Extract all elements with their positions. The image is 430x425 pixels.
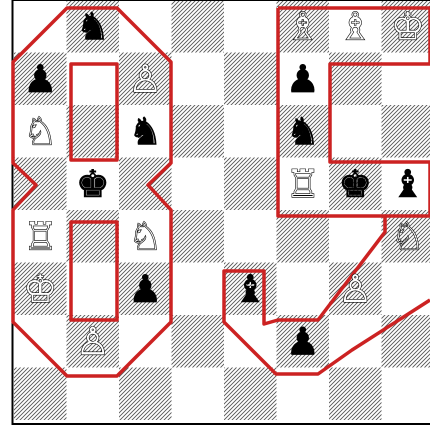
white-knight-c4-icon[interactable]: ♘	[128, 214, 162, 258]
square-d3[interactable]	[172, 263, 225, 316]
square-a2[interactable]	[14, 315, 67, 368]
square-a8[interactable]	[14, 0, 67, 53]
white-king-a3-icon[interactable]: ♔	[23, 267, 57, 311]
square-h6[interactable]	[382, 105, 430, 158]
square-c1[interactable]	[119, 368, 172, 421]
square-g6[interactable]	[329, 105, 382, 158]
black-bishop-e3-icon[interactable]: ♝	[233, 267, 267, 311]
square-d4[interactable]	[172, 210, 225, 263]
square-h3[interactable]	[382, 263, 430, 316]
square-b7[interactable]	[67, 53, 120, 106]
white-bishop-f8-icon[interactable]: ♗	[286, 4, 320, 48]
black-knight-f6-icon[interactable]: ♞	[286, 109, 320, 153]
square-e8[interactable]	[224, 0, 277, 53]
square-g7[interactable]	[329, 53, 382, 106]
black-knight-b8-icon[interactable]: ♞	[76, 4, 110, 48]
square-f4[interactable]	[277, 210, 330, 263]
square-e5[interactable]	[224, 158, 277, 211]
black-bishop-h5-icon[interactable]: ♝	[391, 162, 425, 206]
black-king-b5-icon[interactable]: ♚	[76, 162, 110, 206]
square-e4[interactable]	[224, 210, 277, 263]
square-g4[interactable]	[329, 210, 382, 263]
black-knight-c6-icon[interactable]: ♞	[128, 109, 162, 153]
square-d8[interactable]	[172, 0, 225, 53]
square-d2[interactable]	[172, 315, 225, 368]
white-knight-a6-icon[interactable]: ♘	[23, 109, 57, 153]
white-rook-a4-icon[interactable]: ♖	[23, 214, 57, 258]
white-bishop-g8-icon[interactable]: ♗	[338, 4, 372, 48]
square-g1[interactable]	[329, 368, 382, 421]
square-e6[interactable]	[224, 105, 277, 158]
black-pawn-f7-icon[interactable]: ♟	[286, 57, 320, 101]
square-f3[interactable]	[277, 263, 330, 316]
white-rook-f5-icon[interactable]: ♖	[286, 162, 320, 206]
white-pawn-c7-icon[interactable]: ♙	[128, 57, 162, 101]
black-king-g5-icon[interactable]: ♚	[338, 162, 372, 206]
black-pawn-f2-icon[interactable]: ♟	[286, 319, 320, 363]
square-d1[interactable]	[172, 368, 225, 421]
square-b4[interactable]	[67, 210, 120, 263]
white-knight-h4-icon[interactable]: ♘	[391, 214, 425, 258]
square-e7[interactable]	[224, 53, 277, 106]
white-king-h8-icon[interactable]: ♔	[391, 4, 425, 48]
square-h1[interactable]	[382, 368, 430, 421]
square-h2[interactable]	[382, 315, 430, 368]
black-pawn-a7-icon[interactable]: ♟	[23, 57, 57, 101]
square-d7[interactable]	[172, 53, 225, 106]
white-pawn-b2-icon[interactable]: ♙	[76, 319, 110, 363]
square-c8[interactable]	[119, 0, 172, 53]
square-h7[interactable]	[382, 53, 430, 106]
square-c2[interactable]	[119, 315, 172, 368]
square-d5[interactable]	[172, 158, 225, 211]
white-pawn-g3-icon[interactable]: ♙	[338, 267, 372, 311]
square-a1[interactable]	[14, 368, 67, 421]
square-d6[interactable]	[172, 105, 225, 158]
black-pawn-c3-icon[interactable]: ♟	[128, 267, 162, 311]
square-b3[interactable]	[67, 263, 120, 316]
square-e1[interactable]	[224, 368, 277, 421]
square-b6[interactable]	[67, 105, 120, 158]
